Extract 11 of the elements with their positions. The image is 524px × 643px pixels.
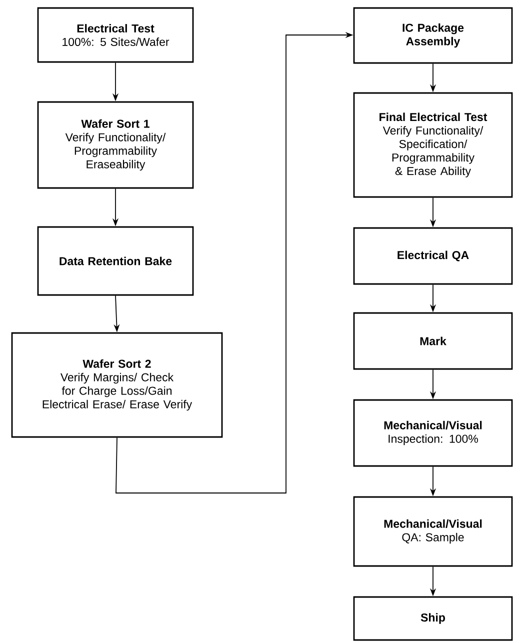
process-box: IC Package Assembly	[353, 7, 513, 64]
process-box: Electrical Test 100%: 5 Sites/Wafer	[37, 7, 194, 63]
process-box: Wafer Sort 1 Verify Functionality/ Programmability Eraseability	[37, 101, 194, 189]
process-box: Wafer Sort 2 Verify Margins/ Check for Charge Loss/Gain Electrical Erase/ Erase Verify	[11, 332, 223, 438]
process-box: Mechanical/Visual Inspection: 100%	[353, 399, 513, 467]
process-box: Mark	[353, 312, 513, 370]
process-box: Final Electrical Test Verify Functionality/ Specification/ Programmability & Erase Ability	[353, 92, 513, 198]
process-box: Ship	[353, 596, 513, 641]
process-box: Electrical QA	[353, 227, 513, 285]
process-box: Data Retention Bake	[37, 226, 194, 296]
process-box: Mechanical/Visual QA: Sample	[353, 496, 513, 567]
